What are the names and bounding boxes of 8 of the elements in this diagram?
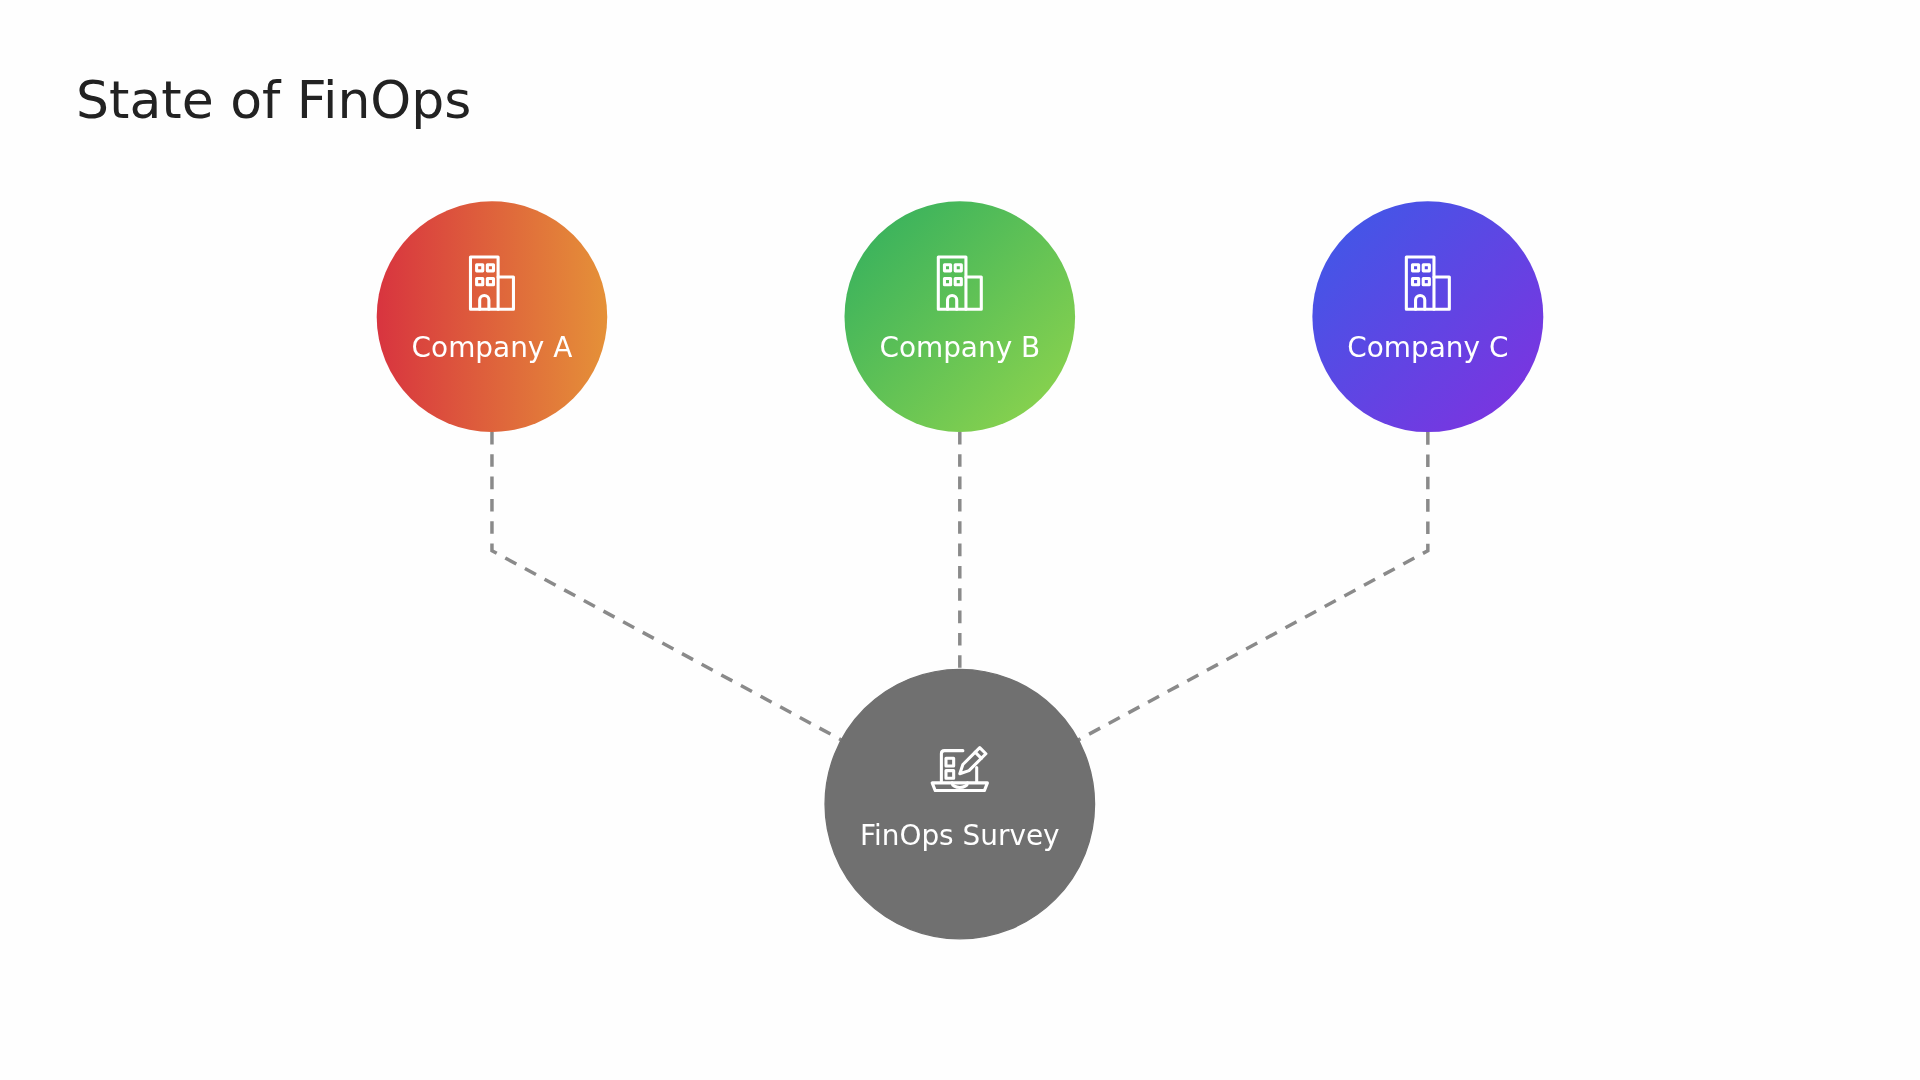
connector xyxy=(490,431,843,742)
title: State of FinOps xyxy=(76,70,472,130)
connector xyxy=(958,431,962,670)
connector xyxy=(1077,432,1430,742)
node-circle: FinOps Survey xyxy=(824,668,1096,940)
node-circle: Company C xyxy=(1312,201,1544,433)
node-circle: Company A xyxy=(376,201,608,432)
node-circle: Company B xyxy=(844,201,1076,432)
